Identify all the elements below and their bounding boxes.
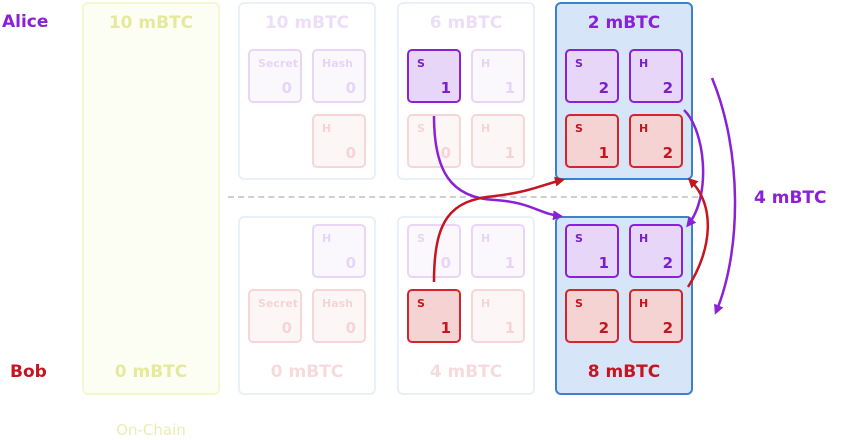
state-3-top-amount: 2 mBTC (587, 13, 661, 33)
box-letter: S (417, 57, 425, 70)
box-letter: S (575, 232, 583, 245)
state-3-bottom-amount: 8 mBTC (587, 362, 661, 382)
box-number: 1 (440, 79, 451, 97)
box-number: 2 (662, 319, 673, 337)
box-number: 2 (598, 319, 609, 337)
box-letter: H (322, 122, 332, 135)
box-number: 1 (440, 319, 451, 337)
box-letter: H (322, 232, 332, 245)
box-number: 2 (662, 254, 673, 272)
box-letter: Secret (258, 57, 299, 70)
alice-commitment-box: Secret 0 (248, 49, 302, 103)
alice-hash-arrow (683, 109, 705, 228)
bob-hash-arrow (686, 177, 709, 288)
box-number: 0 (281, 319, 292, 337)
state-column-1-bottom (238, 216, 376, 395)
bob-commitment-box: Secret 0 (248, 289, 302, 343)
onchain-caption: On-Chain (116, 421, 186, 439)
box-letter: S (575, 57, 583, 70)
box-number: 1 (598, 254, 609, 272)
state-column-1-top (238, 2, 376, 180)
transfer-arrow (710, 77, 737, 315)
bob-label: Bob (10, 362, 47, 382)
box-letter: S (417, 232, 425, 245)
box-number: 0 (345, 319, 356, 337)
box-number: 0 (440, 144, 451, 162)
bob-secret-arrow (432, 176, 565, 283)
box-letter: S (417, 297, 425, 310)
alice-commitment-box: Hash 0 (312, 49, 366, 103)
onchain-bottom-amount: 0 mBTC (114, 362, 188, 382)
box-number: 1 (598, 144, 609, 162)
box-letter: H (481, 122, 491, 135)
box-letter: H (481, 297, 491, 310)
box-letter: H (481, 232, 491, 245)
box-letter: Hash (322, 57, 354, 70)
box-number: 0 (345, 254, 356, 272)
box-letter: Hash (322, 297, 354, 310)
box-number: 2 (598, 79, 609, 97)
box-number: 0 (345, 79, 356, 97)
onchain-column (82, 2, 220, 395)
box-letter: S (417, 122, 425, 135)
box-number: 1 (504, 79, 515, 97)
alice-label: Alice (2, 12, 49, 32)
box-letter: H (639, 122, 649, 135)
alice-secret-arrow (432, 115, 563, 221)
box-number: 2 (662, 79, 673, 97)
state-column-2-top (397, 2, 535, 180)
box-number: 0 (281, 79, 292, 97)
box-letter: H (639, 232, 649, 245)
box-letter: S (575, 122, 583, 135)
box-letter: S (575, 297, 583, 310)
state-column-2-bottom (397, 216, 535, 395)
bob-commitment-box: Hash 0 (312, 289, 366, 343)
box-number: 1 (504, 254, 515, 272)
box-number: 0 (345, 144, 356, 162)
onchain-top-amount: 10 mBTC (108, 13, 194, 33)
channel-divider (228, 196, 698, 198)
state-1-bottom-amount: 0 mBTC (270, 362, 344, 382)
box-number: 1 (504, 144, 515, 162)
state-2-bottom-amount: 4 mBTC (429, 362, 503, 382)
box-number: 1 (504, 319, 515, 337)
box-letter: H (481, 57, 491, 70)
box-number: 2 (662, 144, 673, 162)
box-letter: H (639, 57, 649, 70)
state-1-top-amount: 10 mBTC (264, 13, 350, 33)
box-letter: Secret (258, 297, 299, 310)
state-2-top-amount: 6 mBTC (429, 13, 503, 33)
transfer-amount-label: 4 mBTC (754, 188, 827, 208)
box-number: 0 (440, 254, 451, 272)
box-letter: H (639, 297, 649, 310)
